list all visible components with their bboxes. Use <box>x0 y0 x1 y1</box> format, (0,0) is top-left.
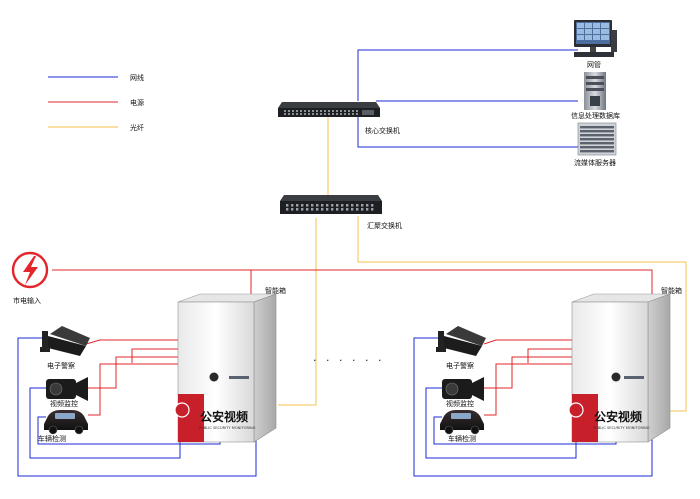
network-management-pc: 网管 <box>574 20 617 69</box>
left-police-camera-icon <box>40 326 90 356</box>
left-net-monitor <box>29 387 181 459</box>
right-police-camera-icon <box>436 326 486 356</box>
mains-power: 市电输入 <box>11 251 49 305</box>
mains-power-icon <box>11 251 49 289</box>
network-management-label: 网管 <box>587 60 601 69</box>
left-power-monitor <box>88 356 178 389</box>
left-cabinet-subtitle: PUBLIC SECURITY MONITORING <box>199 426 256 430</box>
core-switch: 核心交换机 <box>278 102 400 135</box>
right-net-monitor <box>425 387 577 459</box>
left-site: 智能箱 公安视频 PUBLIC SECURITY MONITORING 电子警察 <box>38 286 286 443</box>
left-car-icon <box>44 410 88 435</box>
right-device-label-0: 电子警察 <box>446 361 474 370</box>
right-device-label-1: 视频监控 <box>446 399 474 408</box>
right-net-outer <box>413 337 653 477</box>
right-power-monitor <box>484 356 572 389</box>
right-cabinet-title: 公安视频 <box>594 409 642 424</box>
core-switch-label: 核心交换机 <box>365 126 400 135</box>
more-sites-ellipsis: · · · · · · <box>313 354 384 367</box>
left-power-police-2 <box>131 348 178 363</box>
right-power-police-2 <box>527 348 572 363</box>
right-power-police <box>483 339 572 345</box>
connection-lines <box>17 49 687 477</box>
right-car-icon <box>440 410 484 435</box>
right-cabinet: 公安视频 PUBLIC SECURITY MONITORING <box>568 293 671 443</box>
aggregation-switch-label: 汇聚交换机 <box>367 221 402 230</box>
right-power-vehicle <box>484 363 572 416</box>
info-database-server: 信息处理数据库 <box>571 72 620 120</box>
right-cabinet-label: 智能箱 <box>661 286 682 295</box>
power-mains-line <box>52 269 653 305</box>
left-cabinet-title: 公安视频 <box>200 409 248 424</box>
left-video-camera-icon <box>46 377 88 401</box>
link-core-to-nms <box>357 49 578 101</box>
left-cabinet: 公安视频 PUBLIC SECURITY MONITORING <box>174 293 277 443</box>
right-video-camera-icon <box>442 377 484 401</box>
fiber-aggregation-to-right-cabinet <box>357 216 687 412</box>
left-device-label-0: 电子警察 <box>47 361 75 370</box>
legend: 网线 电源 光纤 <box>48 73 144 132</box>
left-power-police <box>85 339 178 345</box>
mains-input-label: 市电输入 <box>13 296 41 305</box>
legend-fiber-label: 光纤 <box>130 123 144 132</box>
streaming-server-label: 流媒体服务器 <box>574 158 616 167</box>
info-database-label: 信息处理数据库 <box>571 111 620 120</box>
left-cabinet-label: 智能箱 <box>265 286 286 295</box>
right-site: 智能箱 公安视频 PUBLIC SECURITY MONITORING 电子警察… <box>436 286 682 443</box>
legend-network-label: 网线 <box>130 73 144 82</box>
fiber-aggregation-to-left-cabinet <box>278 218 317 406</box>
link-core-to-streaming <box>357 117 578 148</box>
aggregation-switch: 汇聚交换机 <box>280 195 402 230</box>
legend-power-label: 电源 <box>130 98 144 107</box>
right-device-label-2: 车辆检测 <box>448 434 476 443</box>
left-device-label-2: 车辆检测 <box>38 434 66 443</box>
streaming-server: 流媒体服务器 <box>574 122 617 167</box>
right-cabinet-subtitle: PUBLIC SECURITY MONITORING <box>593 426 650 430</box>
left-net-outer <box>17 337 257 477</box>
left-power-vehicle <box>88 363 178 416</box>
left-device-label-1: 视频监控 <box>50 399 78 408</box>
